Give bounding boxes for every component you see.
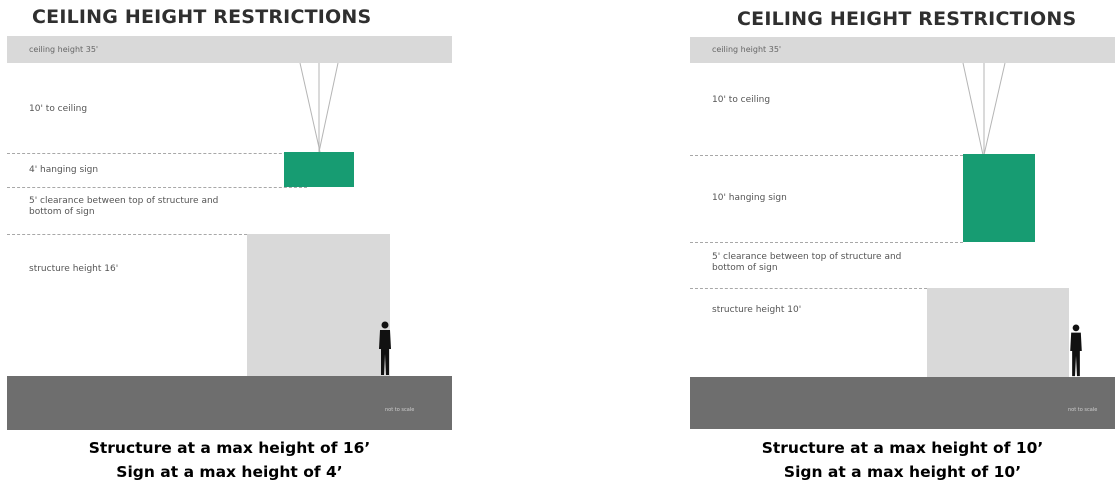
clearance-label-line1: 5' clearance between top of structure an…	[29, 196, 219, 206]
clearance-label-line1: 5' clearance between top of structure an…	[712, 252, 902, 262]
diagram-title: CEILING HEIGHT RESTRICTIONS	[32, 6, 372, 28]
structure-height-label: structure height 10'	[712, 305, 802, 315]
caption-sign: Sign at a max height of 4’	[116, 463, 343, 481]
not-to-scale-note: not to scale	[1068, 407, 1098, 413]
structure-block	[247, 234, 390, 376]
floor-band	[690, 377, 1115, 429]
ceiling-band	[7, 36, 452, 63]
left-diagram-panel: CEILING HEIGHT RESTRICTIONS ceiling heig…	[7, 0, 452, 495]
structure-block	[927, 288, 1069, 378]
structure-top-line	[690, 288, 927, 289]
clearance-label-line2: bottom of sign	[712, 263, 778, 273]
hanging-sign-label: 10' hanging sign	[712, 193, 787, 203]
ceiling-height-label: ceiling height 35'	[712, 45, 782, 54]
not-to-scale-note: not to scale	[385, 407, 415, 413]
structure-height-label: structure height 16'	[29, 264, 119, 274]
person-silhouette-icon	[1070, 324, 1082, 377]
ceiling-band	[690, 37, 1115, 63]
hanging-sign-label: 4' hanging sign	[29, 165, 99, 175]
sign-bottom-line	[7, 187, 307, 188]
caption-structure: Structure at a max height of 10’	[761, 439, 1044, 457]
hanging-wires-icon	[299, 62, 339, 153]
diagram-title: CEILING HEIGHT RESTRICTIONS	[737, 8, 1077, 30]
clearance-label-line2: bottom of sign	[29, 207, 95, 217]
right-diagram-panel: CEILING HEIGHT RESTRICTIONS ceiling heig…	[690, 0, 1115, 495]
hanging-wires-icon	[962, 62, 1006, 156]
caption-structure: Structure at a max height of 16’	[88, 439, 371, 457]
sign-top-line	[7, 153, 307, 154]
to-ceiling-label: 10' to ceiling	[29, 104, 88, 114]
floor-band	[7, 376, 452, 430]
structure-top-line	[7, 234, 247, 235]
hanging-sign	[963, 154, 1035, 242]
person-silhouette-icon	[379, 321, 391, 375]
caption-sign: Sign at a max height of 10’	[783, 463, 1022, 481]
ceiling-height-label: ceiling height 35'	[29, 45, 99, 54]
sign-top-line	[690, 155, 963, 156]
hanging-sign	[284, 152, 354, 187]
to-ceiling-label: 10' to ceiling	[712, 95, 771, 105]
sign-bottom-line	[690, 242, 963, 243]
